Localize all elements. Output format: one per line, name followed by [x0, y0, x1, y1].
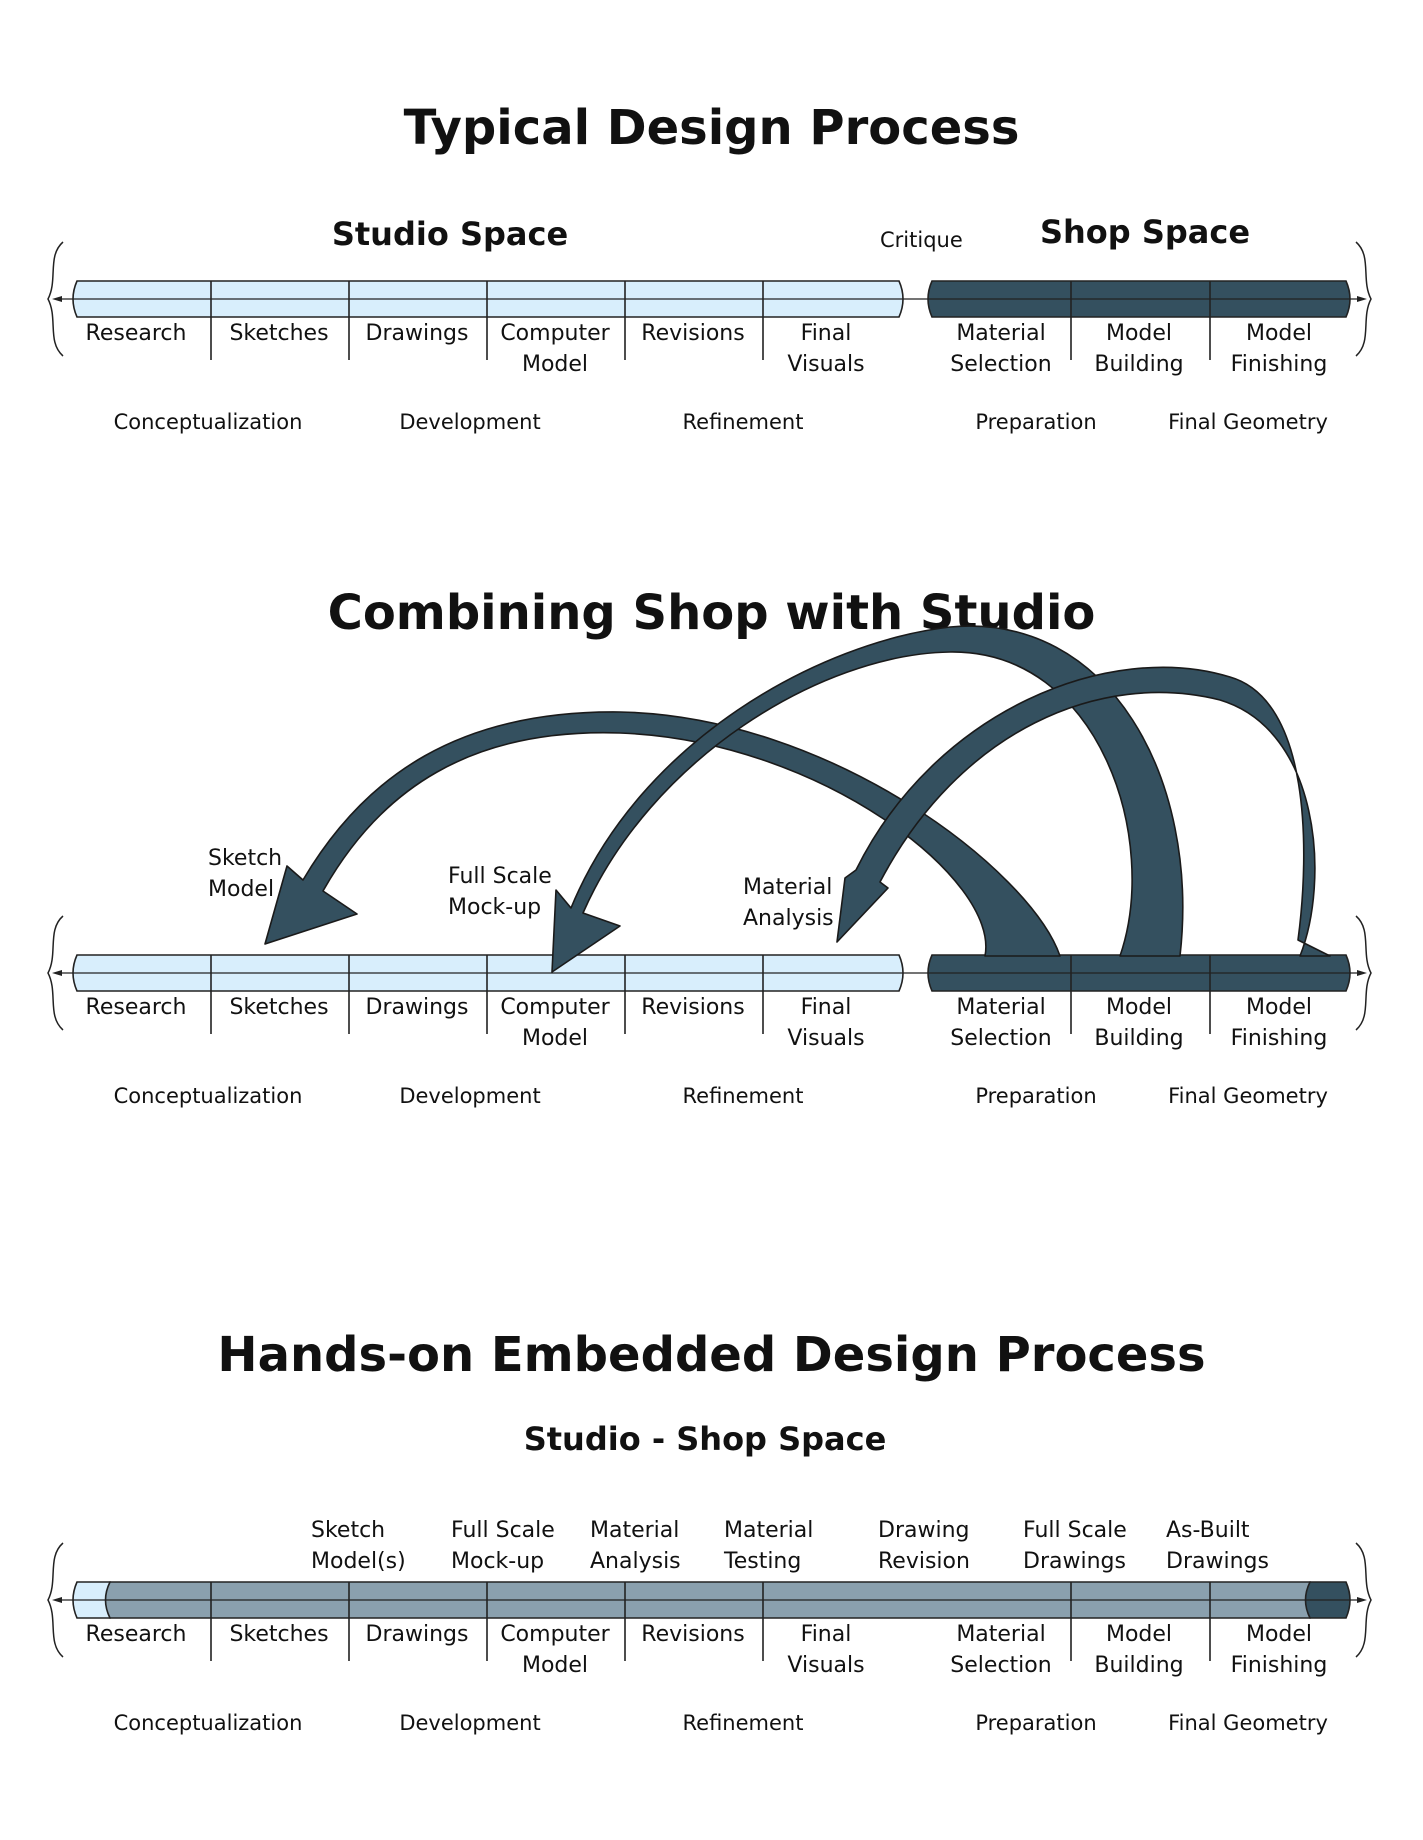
right-brace-icon-3	[1355, 1542, 1372, 1658]
stage-revisions: Revisions	[641, 321, 745, 346]
right-brace-icon-2	[1355, 915, 1372, 1031]
stage-drawings: Drawings	[365, 321, 469, 346]
left-brace-icon	[47, 241, 64, 357]
shop-space-label: Shop Space	[1039, 213, 1251, 251]
stage-dividers-3	[210, 1582, 1211, 1661]
phase-preparation: Preparation	[975, 410, 1097, 434]
embedded-title: Hands-on Embedded Design Process	[217, 1327, 1206, 1383]
stage-research: Research	[85, 321, 187, 346]
stage-drawings: Drawings	[365, 1622, 469, 1647]
phase-conceptualization: Conceptualization	[113, 1084, 303, 1108]
stage-dividers	[210, 281, 1211, 360]
studio-space-label: Studio Space	[331, 215, 569, 253]
stage-drawings: Drawings	[365, 995, 469, 1020]
stage-research: Research	[85, 1622, 187, 1647]
stage-sketches: Sketches	[229, 1622, 329, 1647]
phase-refinement: Refinement	[682, 1084, 804, 1108]
stage-research: Research	[85, 995, 187, 1020]
combining-process-bar	[47, 915, 1372, 1034]
phase-development: Development	[399, 1711, 541, 1735]
left-brace-icon-2	[47, 915, 64, 1031]
phase-development: Development	[399, 410, 541, 434]
phase-final-geometry: Final Geometry	[1168, 1711, 1328, 1735]
phase-final-geometry: Final Geometry	[1168, 1084, 1328, 1108]
arrow-to-material-analysis-icon	[836, 666, 1331, 957]
right-brace-icon	[1355, 241, 1372, 357]
stage-revisions: Revisions	[641, 1622, 745, 1647]
critique-label: Critique	[880, 228, 963, 252]
phase-preparation: Preparation	[975, 1084, 1097, 1108]
phase-refinement: Refinement	[682, 410, 804, 434]
stage-revisions: Revisions	[641, 995, 745, 1020]
arrow-to-sketch-model-icon	[264, 711, 1061, 957]
feedback-arrows	[264, 625, 1331, 973]
phase-conceptualization: Conceptualization	[113, 1711, 303, 1735]
studio-shop-space-label: Studio - Shop Space	[523, 1420, 887, 1458]
left-brace-icon-3	[47, 1542, 64, 1658]
phase-final-geometry: Final Geometry	[1168, 410, 1328, 434]
phase-refinement: Refinement	[682, 1711, 804, 1735]
phase-development: Development	[399, 1084, 541, 1108]
stage-sketches: Sketches	[229, 321, 329, 346]
embedded-process-bar	[47, 1542, 1372, 1661]
typical-process-bar	[47, 241, 1372, 360]
stage-sketches: Sketches	[229, 995, 329, 1020]
phase-conceptualization: Conceptualization	[113, 410, 303, 434]
phase-preparation: Preparation	[975, 1711, 1097, 1735]
typical-title: Typical Design Process	[403, 100, 1020, 156]
stage-dividers-2	[210, 955, 1211, 1034]
arrow-to-full-scale-mockup-icon	[551, 625, 1184, 973]
